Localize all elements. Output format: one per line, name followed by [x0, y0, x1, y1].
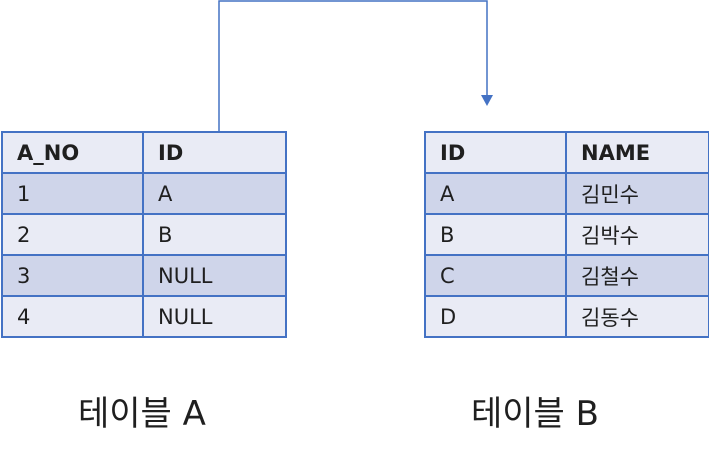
table-b-cell: 김민수 — [565, 172, 709, 215]
table-a-cell: 3 — [1, 254, 144, 297]
table-a-cell: NULL — [142, 254, 287, 297]
table-b-cell: D — [424, 295, 567, 338]
table-a: A_NO ID 1 A 2 B 3 NULL 4 NULL — [1, 131, 287, 338]
table-a-cell: 4 — [1, 295, 144, 338]
table-row: 3 NULL — [1, 254, 287, 297]
table-b-cell: A — [424, 172, 567, 215]
table-a-cell: 2 — [1, 213, 144, 256]
table-a-cell: NULL — [142, 295, 287, 338]
table-b-cell: C — [424, 254, 567, 297]
table-a-cell: B — [142, 213, 287, 256]
table-row: 2 B — [1, 213, 287, 256]
table-a-cell: A — [142, 172, 287, 215]
table-row: D 김동수 — [424, 295, 709, 338]
table-row: B 김박수 — [424, 213, 709, 256]
table-b-caption: 테이블 B — [471, 394, 599, 434]
table-b-cell: B — [424, 213, 567, 256]
table-b-header-id: ID — [424, 131, 567, 174]
table-row: A 김민수 — [424, 172, 709, 215]
table-b-cell: 김철수 — [565, 254, 709, 297]
table-a-cell: 1 — [1, 172, 144, 215]
table-b-cell: 김박수 — [565, 213, 709, 256]
table-a-caption: 테이블 A — [78, 394, 206, 434]
table-row: 4 NULL — [1, 295, 287, 338]
table-a-header-a-no: A_NO — [1, 131, 144, 174]
table-b: ID NAME A 김민수 B 김박수 C 김철수 D 김동수 — [424, 131, 709, 338]
table-b-header-name: NAME — [565, 131, 709, 174]
table-b-cell: 김동수 — [565, 295, 709, 338]
table-row: C 김철수 — [424, 254, 709, 297]
table-row: 1 A — [1, 172, 287, 215]
table-b-header-row: ID NAME — [424, 131, 709, 174]
arrow-head — [481, 95, 493, 106]
arrow-line — [218, 0, 488, 131]
table-a-header-id: ID — [142, 131, 287, 174]
table-a-header-row: A_NO ID — [1, 131, 287, 174]
